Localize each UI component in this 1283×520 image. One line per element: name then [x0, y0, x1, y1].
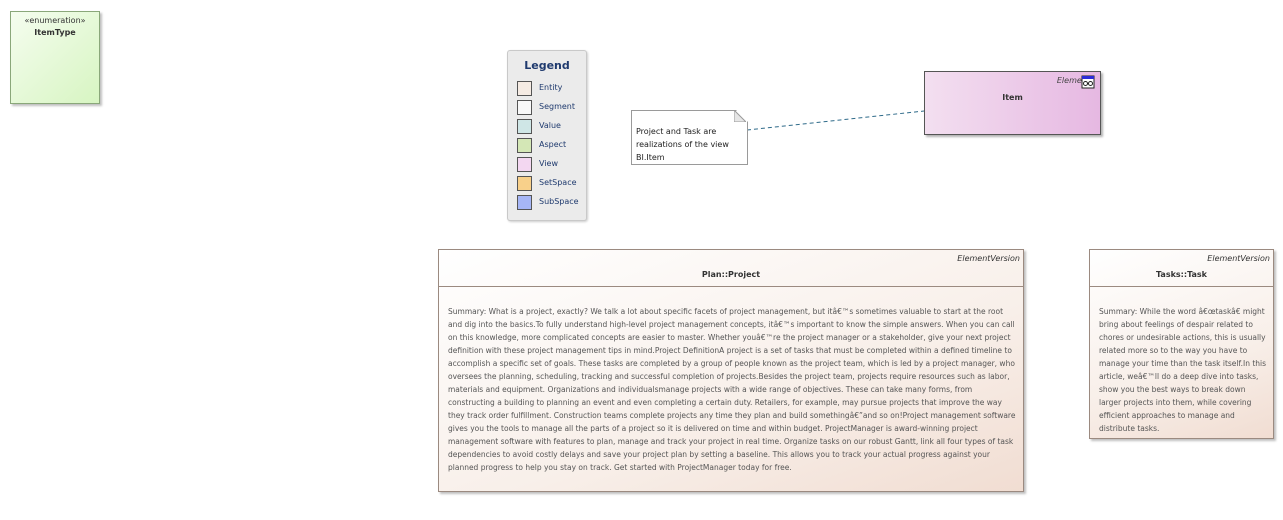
legend-label: Aspect [539, 140, 567, 149]
legend-swatch [517, 119, 532, 134]
legend-item-subspace: SubSpace [517, 195, 585, 212]
enumeration-stereotype: «enumeration» [24, 16, 86, 25]
tasks-stereotype: ElementVersion [1207, 254, 1270, 263]
legend-swatch [517, 81, 532, 96]
tasks-name: Tasks::Task [1156, 270, 1207, 279]
legend-swatch [517, 138, 532, 153]
plan-name: Plan::Project [701, 270, 761, 279]
legend-item-segment: Segment [517, 100, 585, 117]
legend-label: View [539, 159, 558, 168]
enumeration-name: ItemType [34, 28, 76, 37]
plan-summary: Summary: What is a project, exactly? We … [448, 307, 1016, 472]
note-text: Project and Task are realizations of the… [636, 127, 729, 162]
enumeration-itemtype[interactable]: «enumeration» ItemType [10, 11, 100, 104]
legend-label: Value [539, 121, 561, 130]
view-icon [1081, 75, 1095, 89]
plan-stereotype: ElementVersion [957, 254, 1020, 263]
tasks-divider [1090, 286, 1273, 287]
tasks-summary: Summary: While the word â€œtaskâ€ might … [1099, 307, 1267, 433]
item-stereotype: Element [1056, 76, 1090, 85]
item-name: Item [1002, 93, 1023, 102]
note[interactable]: Project and Task are realizations of the… [631, 110, 748, 165]
legend[interactable]: Legend Entity Segment Value Aspect View … [507, 50, 587, 221]
legend-label: Entity [539, 83, 563, 92]
legend-title: Legend [524, 59, 570, 72]
element-version-plan-project[interactable]: ElementVersion Plan::Project Summary: Wh… [438, 249, 1024, 492]
legend-label: Segment [539, 102, 575, 111]
legend-swatch [517, 176, 532, 191]
legend-item-aspect: Aspect [517, 138, 585, 155]
legend-label: SubSpace [539, 197, 579, 206]
legend-item-view: View [517, 157, 585, 174]
note-fold-corner [734, 110, 746, 122]
element-version-tasks-task[interactable]: ElementVersion Tasks::Task Summary: Whil… [1089, 249, 1274, 439]
plan-divider [439, 286, 1023, 287]
legend-item-entity: Entity [517, 81, 585, 98]
legend-swatch [517, 100, 532, 115]
element-item[interactable]: Element Item [924, 71, 1101, 135]
legend-swatch [517, 195, 532, 210]
legend-label: SetSpace [539, 178, 577, 187]
legend-item-value: Value [517, 119, 585, 136]
legend-swatch [517, 157, 532, 172]
legend-item-setspace: SetSpace [517, 176, 585, 193]
